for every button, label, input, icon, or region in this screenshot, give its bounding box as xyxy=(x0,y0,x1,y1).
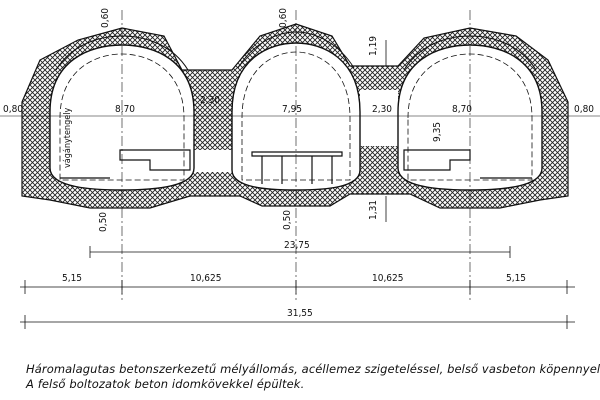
label-bot-mid: 0,50 xyxy=(282,210,293,230)
cross-section-drawing: 0,60 0,60 1,19 0,80 0,80 8,70 2,30 7,95 … xyxy=(0,8,600,329)
label-track-axis: vágánytengely xyxy=(63,108,73,168)
label-total: 31,55 xyxy=(287,308,313,319)
label-mid-width: 7,95 xyxy=(282,104,302,115)
label-top-right-gap: 1,19 xyxy=(368,36,379,56)
platforms xyxy=(60,149,532,184)
label-left-gap: 2,30 xyxy=(200,95,220,106)
clearance-profiles xyxy=(59,51,533,181)
caption-line-1: Háromalagutas betonszerkezetű mélyállomá… xyxy=(26,362,600,376)
label-seg2: 10,625 xyxy=(190,273,221,284)
label-right-height: 9,35 xyxy=(432,122,443,142)
label-seg3: 10,625 xyxy=(372,273,403,284)
label-left-width: 8,70 xyxy=(115,104,135,115)
label-bot-left: 0,50 xyxy=(98,212,109,232)
tunnel-linings xyxy=(49,42,543,191)
label-seg4: 5,15 xyxy=(506,273,526,284)
label-top-mid: 0,60 xyxy=(278,8,289,28)
label-top-left: 0,60 xyxy=(100,8,111,28)
dimension-lines xyxy=(20,40,575,329)
label-seg1: 5,15 xyxy=(62,273,82,284)
label-right-edge: 0,80 xyxy=(574,104,594,115)
label-left-edge: 0,80 xyxy=(3,104,23,115)
caption-line-2: A felső boltozatok beton idomkövekkel ép… xyxy=(26,377,305,391)
label-right-gap: 2,30 xyxy=(372,104,392,115)
label-bot-gap: 1,31 xyxy=(368,200,379,220)
label-span-inner: 23,75 xyxy=(284,240,310,251)
label-right-width: 8,70 xyxy=(452,104,472,115)
